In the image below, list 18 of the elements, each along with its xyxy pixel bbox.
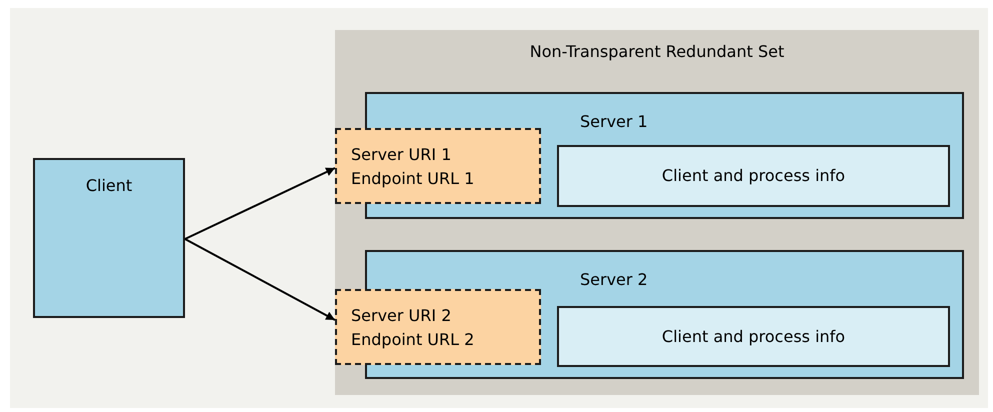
node-label: Client bbox=[84, 176, 134, 196]
client-box bbox=[33, 158, 185, 318]
node-label: Server 1 bbox=[580, 112, 648, 132]
group-panel bbox=[335, 30, 979, 395]
arrow bbox=[184, 167, 336, 240]
node-label: Server 2 bbox=[580, 270, 648, 290]
node-label: Client and process info bbox=[660, 327, 846, 347]
endpoint-box bbox=[335, 289, 541, 365]
node-label: Client and process info bbox=[660, 166, 846, 186]
endpoint-box bbox=[335, 128, 541, 204]
node-label: Endpoint URL 2 bbox=[351, 330, 474, 350]
info-box bbox=[557, 145, 950, 207]
node-label: Endpoint URL 1 bbox=[351, 169, 474, 189]
node-label: Server URI 2 bbox=[351, 306, 452, 326]
node-label: Server URI 1 bbox=[351, 145, 452, 165]
node-label: Non-Transparent Redundant Set bbox=[528, 42, 786, 62]
info-box bbox=[557, 306, 950, 367]
arrow bbox=[184, 238, 336, 321]
